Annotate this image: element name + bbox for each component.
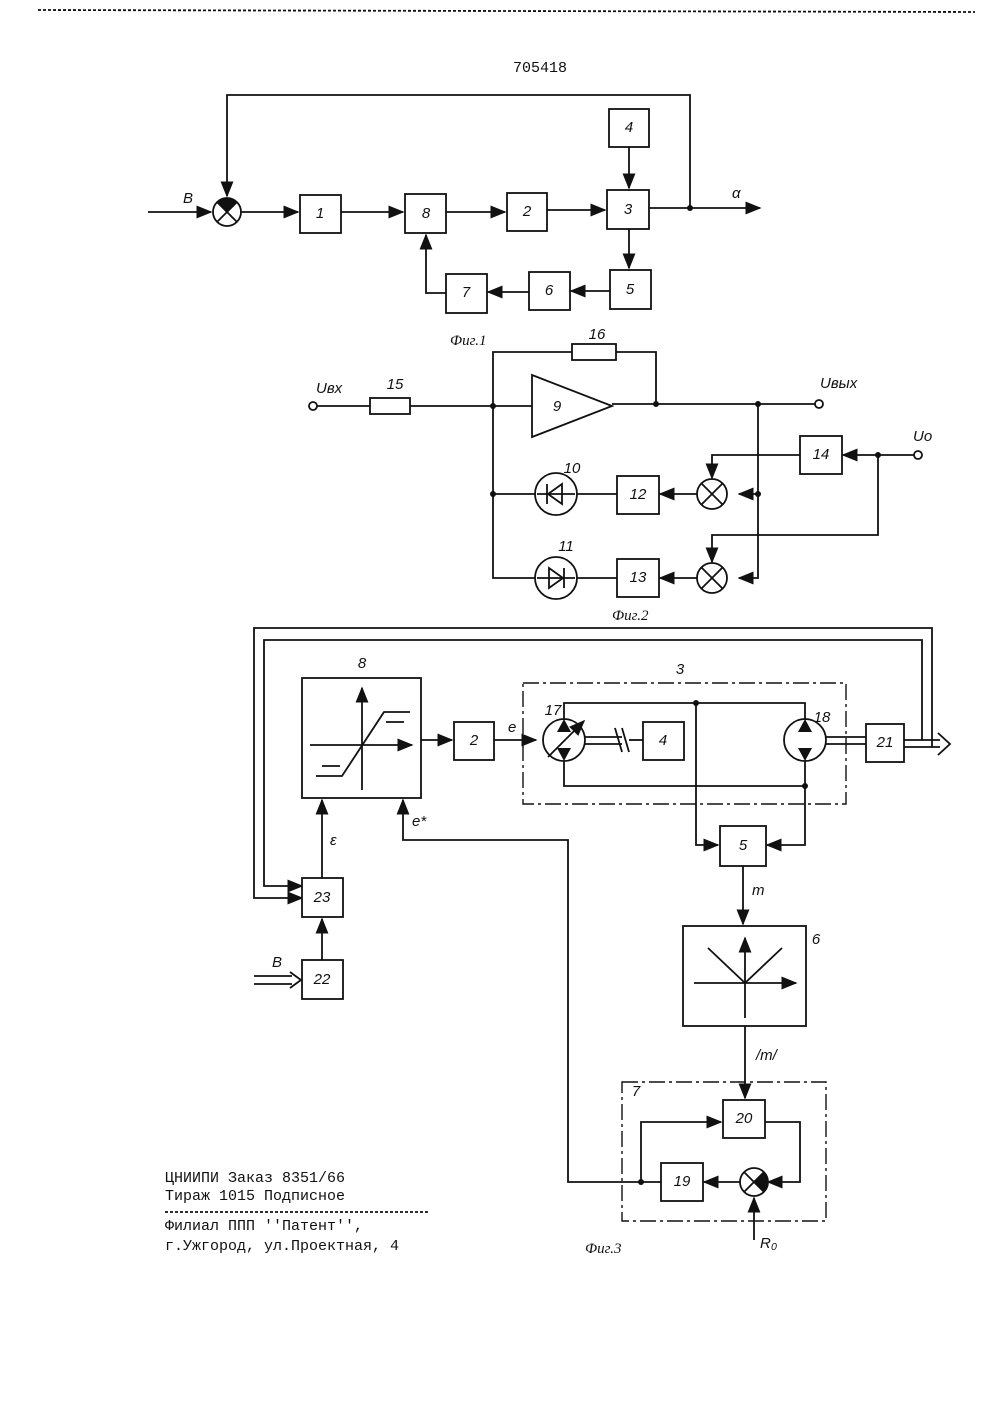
fig2-block-14: 14 bbox=[800, 436, 842, 474]
figure-3: 8 2 e 3 17 4 bbox=[254, 628, 950, 1257]
fig3-block-6: 6 bbox=[683, 926, 821, 1026]
fig2-resistor-16: 16 bbox=[572, 326, 616, 360]
footer-line-3: Филиал ППП ''Патент'', bbox=[165, 1218, 363, 1235]
svg-text:19: 19 bbox=[674, 1173, 691, 1190]
fig3-signal-e: e bbox=[508, 719, 516, 736]
fig1-block-1: 1 bbox=[300, 195, 341, 233]
svg-text:20: 20 bbox=[735, 1110, 753, 1127]
fig1-block-8: 8 bbox=[405, 194, 446, 233]
fig3-block-8: 8 bbox=[302, 655, 421, 798]
svg-text:18: 18 bbox=[814, 709, 831, 726]
figure-1: В 1 8 2 3 4 α bbox=[148, 95, 760, 349]
svg-text:4: 4 bbox=[659, 732, 667, 749]
fig3-signal-abs-m: /m/ bbox=[755, 1047, 779, 1064]
fig3-block-4: 4 bbox=[643, 722, 684, 760]
fig2-input-label: Uвх bbox=[316, 380, 343, 397]
fig2-caption: Фиг.2 bbox=[612, 608, 649, 624]
svg-text:4: 4 bbox=[625, 119, 633, 136]
figure-2: Uвх 15 16 9 Uвых Uо bbox=[309, 326, 932, 624]
svg-text:8: 8 bbox=[422, 205, 431, 222]
svg-text:8: 8 bbox=[358, 655, 367, 672]
fig1-block-5: 5 bbox=[610, 270, 651, 309]
top-border-line bbox=[38, 10, 975, 12]
svg-text:22: 22 bbox=[313, 971, 331, 988]
fig2-comparator-lower bbox=[697, 563, 727, 593]
fig3-block-5: 5 bbox=[720, 826, 766, 866]
svg-text:5: 5 bbox=[626, 281, 635, 298]
svg-text:3: 3 bbox=[624, 201, 633, 218]
fig3-caption: Фиг.3 bbox=[585, 1241, 621, 1257]
fig3-block-21: 21 bbox=[866, 724, 904, 762]
svg-text:23: 23 bbox=[313, 889, 331, 906]
fig1-block-7: 7 bbox=[446, 274, 487, 313]
svg-text:11: 11 bbox=[558, 538, 574, 555]
svg-text:12: 12 bbox=[630, 486, 647, 503]
fig3-comparator-r0 bbox=[740, 1168, 768, 1196]
svg-text:1: 1 bbox=[316, 205, 324, 222]
fig3-block-19: 19 bbox=[661, 1163, 703, 1201]
fig2-ref-label: Uо bbox=[913, 428, 932, 445]
publication-footer: ЦНИИПИ Заказ 8351/66 Тираж 1015 Подписно… bbox=[165, 1170, 430, 1255]
summing-junction bbox=[213, 198, 241, 226]
svg-text:6: 6 bbox=[545, 282, 554, 299]
svg-text:9: 9 bbox=[553, 398, 562, 415]
fig3-motor-18: 18 bbox=[784, 709, 831, 761]
fig2-amplifier-9: 9 bbox=[532, 375, 612, 437]
fig3-signal-eps: ε bbox=[330, 832, 337, 849]
fig3-block-3-label: 3 bbox=[676, 661, 685, 678]
svg-text:14: 14 bbox=[813, 446, 830, 463]
svg-text:13: 13 bbox=[630, 569, 647, 586]
footer-line-4: г.Ужгород, ул.Проектная, 4 bbox=[165, 1238, 399, 1255]
svg-text:2: 2 bbox=[522, 203, 532, 220]
fig2-block-12: 12 bbox=[617, 476, 659, 514]
svg-text:17: 17 bbox=[545, 702, 562, 719]
svg-text:6: 6 bbox=[812, 931, 821, 948]
svg-text:2: 2 bbox=[469, 732, 479, 749]
svg-text:16: 16 bbox=[589, 326, 606, 343]
svg-text:21: 21 bbox=[876, 734, 894, 751]
fig3-input-label: В bbox=[272, 954, 282, 971]
fig2-diode-11: 11 bbox=[535, 538, 577, 599]
svg-text:5: 5 bbox=[739, 837, 748, 854]
svg-text:15: 15 bbox=[387, 376, 404, 393]
fig3-ref-label: R₀ bbox=[760, 1235, 777, 1252]
patent-number: 705418 bbox=[513, 60, 567, 77]
fig1-block-3: 3 bbox=[607, 190, 649, 229]
fig1-output-label: α bbox=[732, 185, 741, 202]
footer-line-2: Тираж 1015 Подписное bbox=[165, 1188, 345, 1205]
fig3-block-7-label: 7 bbox=[632, 1083, 641, 1100]
fig1-block-6: 6 bbox=[529, 272, 570, 310]
fig2-resistor-15: 15 bbox=[370, 376, 410, 414]
fig3-signal-m: m bbox=[752, 882, 765, 899]
fig3-block-23: 23 bbox=[302, 878, 343, 917]
fig2-block-13: 13 bbox=[617, 559, 659, 597]
footer-line-1: ЦНИИПИ Заказ 8351/66 bbox=[165, 1170, 345, 1187]
fig3-block-2: 2 bbox=[454, 722, 494, 760]
fig3-signal-e-star: e* bbox=[412, 813, 427, 830]
fig1-block-4: 4 bbox=[609, 109, 649, 147]
fig1-input-label: В bbox=[183, 190, 193, 207]
fig3-block-22: 22 bbox=[302, 960, 343, 999]
svg-text:10: 10 bbox=[564, 460, 581, 477]
fig2-output-label: Uвых bbox=[820, 375, 858, 392]
fig1-caption: Фиг.1 bbox=[450, 333, 486, 349]
fig2-comparator-upper bbox=[697, 479, 727, 509]
svg-text:7: 7 bbox=[462, 284, 471, 301]
fig1-block-2: 2 bbox=[507, 193, 547, 231]
fig2-diode-10: 10 bbox=[535, 460, 581, 515]
fig3-block-20: 20 bbox=[723, 1100, 765, 1138]
